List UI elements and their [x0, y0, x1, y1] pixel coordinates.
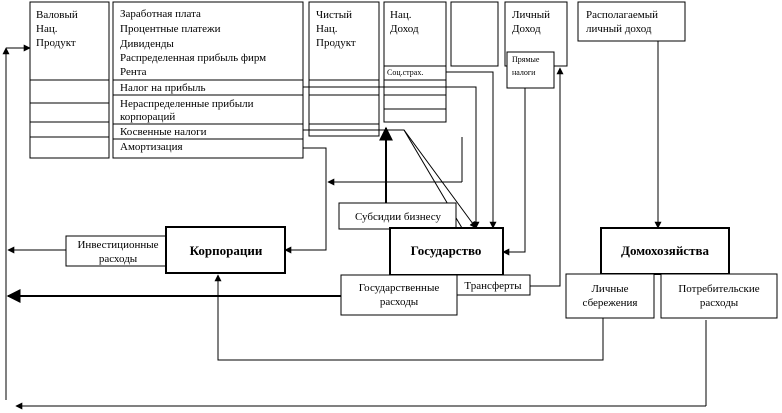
- gnp-label-2: Нац.: [36, 23, 58, 35]
- retained-earnings-label: Нераспределенные прибыли: [120, 98, 254, 110]
- profit-tax-to-government-arrow: [303, 86, 480, 229]
- personal-savings-label-2: сбережения: [583, 297, 638, 309]
- disposable-income-column: Располагаемый личный доход: [577, 1, 686, 42]
- interest-label: Процентные платежи: [120, 23, 221, 35]
- social-insurance-to-government-arrow: [446, 71, 497, 229]
- personal-taxes-box: Прямые налоги: [506, 51, 555, 89]
- corporations-title: Корпорации: [190, 243, 263, 258]
- business-subsidies-box: Субсидии бизнесу: [338, 202, 457, 230]
- wages-label: Заработная плата: [120, 8, 201, 20]
- consumer-spending-label-1: Потребительские: [678, 283, 759, 295]
- investment-label-1: Инвестиционные: [77, 239, 158, 251]
- nnp-column: Чистый Нац. Продукт: [308, 1, 380, 137]
- disposable-income-label-2: личный доход: [586, 23, 652, 35]
- gnp-label-1: Валовый: [36, 9, 78, 21]
- rent-label: Рента: [120, 66, 147, 78]
- government-spending-label-1: Государственные: [359, 282, 440, 294]
- gnp-column: Валовый Нац. Продукт: [29, 1, 110, 159]
- consumer-spending-label-2: расходы: [700, 297, 739, 309]
- government-title: Государство: [411, 243, 482, 258]
- transfers-to-personal-income-arrow: [530, 67, 564, 287]
- personal-income-label-2: Доход: [512, 23, 541, 35]
- nnp-label-1: Чистый: [316, 9, 352, 21]
- depreciation-to-corporations-line: [284, 147, 327, 254]
- distributed-profit-label: Распределенная прибыль фирм: [120, 52, 266, 64]
- government-box: Государство: [389, 227, 504, 276]
- households-title: Домохозяйства: [621, 243, 709, 258]
- empty-column: [450, 1, 499, 67]
- corporations-label: корпораций: [120, 111, 175, 123]
- profit-tax-label: Налог на прибыль: [120, 82, 205, 94]
- income-components-column: Заработная плата Процентные платежи Диви…: [112, 1, 304, 159]
- investment-box: Инвестиционные расходы: [65, 235, 171, 267]
- investment-label-2: расходы: [99, 253, 138, 265]
- social-insurance-label: Соц.страх.: [387, 68, 423, 77]
- transfers-box: Трансферты: [456, 274, 531, 296]
- corporations-box: Корпорации: [165, 226, 286, 274]
- national-income-column: Нац. Доход Соц.страх.: [383, 1, 447, 123]
- indirect-taxes-label: Косвенные налоги: [120, 126, 207, 138]
- depreciation-label: Амортизация: [120, 141, 183, 153]
- national-income-label-2: Доход: [390, 23, 419, 35]
- national-income-label-1: Нац.: [390, 9, 412, 21]
- personal-taxes-label-1: Прямые: [512, 55, 540, 64]
- government-spending-label-2: расходы: [380, 296, 419, 308]
- dividends-label: Дивиденды: [120, 38, 174, 50]
- personal-savings-label-1: Личные: [591, 283, 628, 295]
- consumer-spending-box: Потребительские расходы: [660, 273, 778, 319]
- government-spending-box: Государственные расходы: [340, 274, 458, 316]
- transfers-label: Трансферты: [464, 280, 522, 292]
- disposable-income-label-1: Располагаемый: [586, 9, 658, 21]
- personal-taxes-label-2: налоги: [512, 68, 536, 77]
- savings-to-corporations-arrow: [214, 274, 604, 361]
- nnp-label-3: Продукт: [316, 37, 356, 49]
- nnp-label-2: Нац.: [316, 23, 338, 35]
- business-subsidies-label: Субсидии бизнесу: [355, 211, 442, 223]
- gnp-label-3: Продукт: [36, 37, 76, 49]
- households-box: Домохозяйства: [600, 227, 730, 275]
- personal-income-label-1: Личный: [512, 9, 550, 21]
- personal-taxes-to-government-arrow: [502, 88, 526, 256]
- personal-savings-box: Личные сбережения: [565, 273, 655, 319]
